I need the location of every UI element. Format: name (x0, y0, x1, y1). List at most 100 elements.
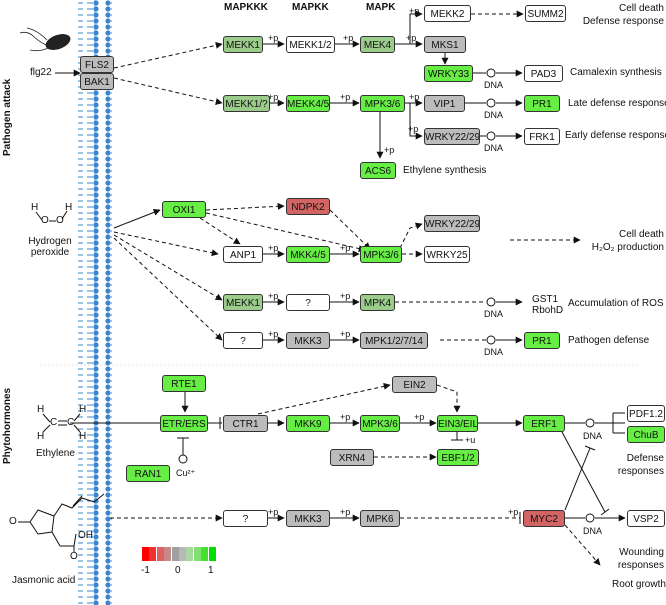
node-q-d[interactable]: ? (223, 332, 263, 349)
response-cell-death-h2o2: Cell death H₂O₂ production (591, 229, 664, 253)
dephospho-label: +p (508, 507, 519, 517)
node-chub[interactable]: ChuB (627, 426, 665, 443)
node-erf1[interactable]: ERF1 (523, 415, 565, 432)
phospho-label: +p (340, 291, 351, 301)
node-mekk12[interactable]: MEKK1/2 (286, 36, 335, 53)
node-mkk3-f[interactable]: MKK3 (286, 510, 330, 527)
bacterium-icon (19, 27, 71, 52)
node-wrky2229-b[interactable]: WRKY22/29 (424, 215, 480, 232)
node-wrky33[interactable]: WRKY33 (424, 65, 473, 82)
legend-cell (201, 547, 209, 561)
node-mekk45-a[interactable]: MEKK4/5 (286, 95, 330, 112)
h2o2-atom-h2: H (65, 202, 73, 213)
phospho-label: +p (340, 92, 351, 102)
node-anp1[interactable]: ANP1 (223, 246, 263, 263)
node-mek4[interactable]: MEK4 (360, 36, 395, 53)
node-mpk36-a[interactable]: MPK3/6 (360, 95, 405, 112)
response-root-growth: Root growth (612, 579, 666, 590)
node-mekk1q[interactable]: MEKK1/? (223, 95, 270, 112)
response-late-defense: Late defense response (568, 98, 666, 109)
node-frk1[interactable]: FRK1 (524, 128, 560, 145)
legend-cell (156, 547, 164, 561)
response-wounding: Wounding responses (617, 547, 664, 571)
response-gst1-rbohd: GST1 RbohD (532, 294, 564, 316)
legend-cell (186, 547, 194, 561)
phospho-label: +p (268, 33, 279, 43)
phospho-label: +p (408, 124, 419, 134)
node-etrers[interactable]: ETR/ERS (160, 415, 208, 432)
node-mpk36-e[interactable]: MPK3/6 (360, 415, 400, 432)
ethylene-atom-h1: H (37, 404, 45, 415)
response-camalexin: Camalexin synthesis (570, 67, 662, 78)
ethylene-label: Ethylene (36, 448, 75, 459)
response-ros-accumulation: Accumulation of ROS (568, 298, 664, 309)
node-pad3[interactable]: PAD3 (524, 65, 563, 82)
legend-cell (179, 547, 186, 561)
h2o2-atom-h1: H (31, 202, 39, 213)
node-q-c[interactable]: ? (286, 294, 330, 311)
phospho-label: +p (268, 329, 279, 339)
node-xrn4[interactable]: XRN4 (330, 449, 374, 466)
node-ran1[interactable]: RAN1 (126, 465, 170, 482)
response-pathogen-defense: Pathogen defense (568, 335, 650, 346)
h2o2-atom-o2: O (56, 215, 64, 226)
node-rte1[interactable]: RTE1 (162, 375, 206, 392)
node-bak1[interactable]: BAK1 (80, 73, 114, 90)
node-ein3eil[interactable]: EIN3/EIL (437, 415, 478, 432)
node-mks1[interactable]: MKS1 (424, 36, 466, 53)
node-mpk4-c[interactable]: MPK4 (360, 294, 395, 311)
node-q-f[interactable]: ? (223, 510, 268, 527)
node-pr1-d[interactable]: PR1 (524, 332, 560, 349)
dna-label: DNA (484, 110, 504, 120)
phospho-label: +p (409, 92, 420, 102)
phospho-label: +p (340, 243, 351, 253)
phospho-label: +p (414, 412, 425, 422)
h2o2-label: Hydrogen peroxide (28, 236, 72, 258)
node-mekk1-c[interactable]: MEKK1 (223, 294, 263, 311)
header-mapk: MAPK (366, 2, 396, 13)
node-acs6[interactable]: ACS6 (360, 162, 396, 179)
node-mkk45-b[interactable]: MKK4/5 (286, 246, 330, 263)
dna-label: DNA (484, 309, 504, 319)
node-ebf12[interactable]: EBF1/2 (437, 449, 479, 466)
ja-oxygen-ketone: O (9, 516, 17, 527)
node-ctr1[interactable]: CTR1 (223, 415, 268, 432)
node-wrky25[interactable]: WRKY25 (424, 246, 470, 263)
phospho-label: +p (268, 92, 279, 102)
phospho-label: +p (268, 507, 279, 517)
response-early-defense: Early defense response (565, 130, 666, 141)
header-mapkkk: MAPKKK (224, 2, 268, 13)
section-pathogen-attack: Pathogen attack (2, 78, 13, 156)
ethylene-atom-c1: C (50, 417, 58, 428)
node-mkk9[interactable]: MKK9 (286, 415, 330, 432)
ethylene-atom-h4: H (79, 431, 87, 442)
cu-label: Cu²⁺ (176, 468, 196, 478)
dna-label: DNA (484, 143, 504, 153)
node-fls2[interactable]: FLS2 (80, 56, 114, 73)
node-vip1[interactable]: VIP1 (424, 95, 465, 112)
node-mekk2[interactable]: MEKK2 (424, 5, 471, 22)
response-ethylene-synthesis: Ethylene synthesis (403, 165, 487, 176)
node-summ2[interactable]: SUMM2 (525, 5, 566, 22)
node-ein2[interactable]: EIN2 (392, 376, 437, 393)
node-pr1-a[interactable]: PR1 (524, 95, 560, 112)
node-mekk1-a[interactable]: MEKK1 (223, 36, 263, 53)
node-myc2[interactable]: MYC2 (523, 510, 565, 527)
ubiquitin-label: +u (465, 435, 476, 445)
node-mpk12714[interactable]: MPK1/2/7/14 (360, 332, 428, 349)
phospho-label: +p (384, 145, 395, 155)
response-defense: Defense responses (617, 453, 664, 477)
legend-mid: 0 (175, 565, 181, 576)
dna-label: DNA (583, 431, 603, 441)
node-oxi1[interactable]: OXI1 (162, 201, 206, 218)
phospho-label: +p (409, 6, 420, 16)
ja-oh: OH (78, 530, 93, 541)
node-wrky2229-a[interactable]: WRKY22/29 (424, 128, 480, 145)
node-mkk3-d[interactable]: MKK3 (286, 332, 330, 349)
node-pdf12[interactable]: PDF1.2 (627, 405, 665, 422)
node-ndpk2[interactable]: NDPK2 (286, 198, 330, 215)
node-mpk6-f[interactable]: MPK6 (360, 510, 400, 527)
node-mpk36-b[interactable]: MPK3/6 (360, 246, 402, 263)
node-vsp2[interactable]: VSP2 (627, 510, 665, 527)
